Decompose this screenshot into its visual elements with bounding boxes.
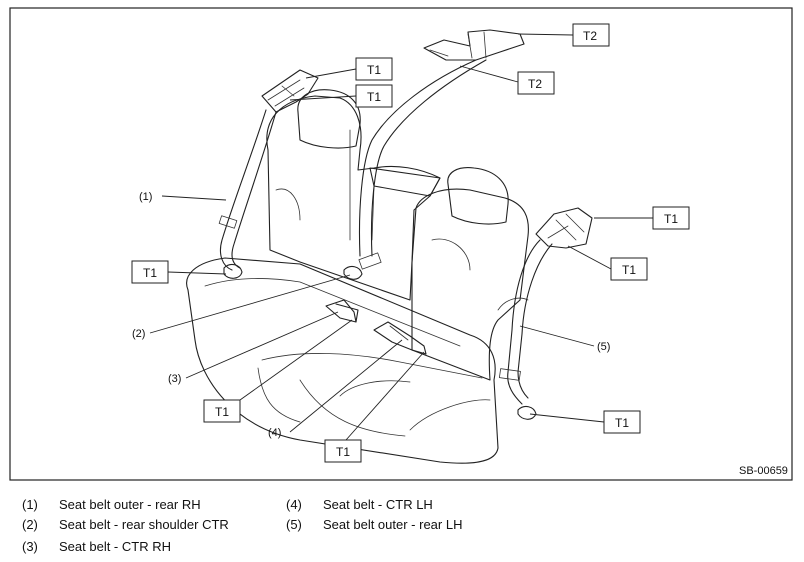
torque-label-t1-ctr-lh: T1 (324, 439, 362, 463)
callout-4: (4) (268, 427, 281, 439)
torque-label-t1-rh-upper: T1 (355, 57, 393, 81)
svg-text:T1: T1 (367, 63, 381, 77)
torque-label-t1-lh-anchor: T1 (603, 410, 641, 434)
belt-ctr-rh-buckle (325, 299, 359, 323)
callout-1: (1) (139, 191, 152, 203)
figure-code: SB-00659 (739, 465, 788, 477)
svg-text:T1: T1 (215, 405, 229, 419)
belt-outer-rear-lh (499, 207, 593, 420)
svg-text:T1: T1 (664, 212, 678, 226)
leader-lines (149, 33, 653, 441)
belt-ctr-lh-buckle (373, 321, 427, 355)
svg-text:T1: T1 (143, 266, 157, 280)
diagram-frame (9, 7, 793, 481)
torque-label-t1-lh-retractor: T1 (610, 257, 648, 281)
callout-3: (3) (168, 373, 181, 385)
svg-text:T2: T2 (583, 29, 597, 43)
torque-label-t2-top: T2 (572, 23, 610, 47)
torque-label-t1-ctr-rh: T1 (203, 399, 241, 423)
svg-text:T1: T1 (622, 263, 636, 277)
svg-text:T1: T1 (615, 416, 629, 430)
svg-text:T1: T1 (367, 90, 381, 104)
svg-text:T2: T2 (528, 77, 542, 91)
belt-rear-shoulder-ctr (343, 29, 525, 280)
torque-label-t1-rh-anchor: T1 (131, 260, 169, 284)
callout-2: (2) (132, 328, 145, 340)
belt-outer-rear-rh (218, 69, 319, 279)
torque-label-t1-lh-upper: T1 (652, 206, 690, 230)
callout-5: (5) (597, 341, 610, 353)
svg-text:T1: T1 (336, 445, 350, 459)
torque-label-t1-rh-retractor: T1 (355, 84, 393, 108)
torque-label-t2-retractor: T2 (517, 71, 555, 95)
